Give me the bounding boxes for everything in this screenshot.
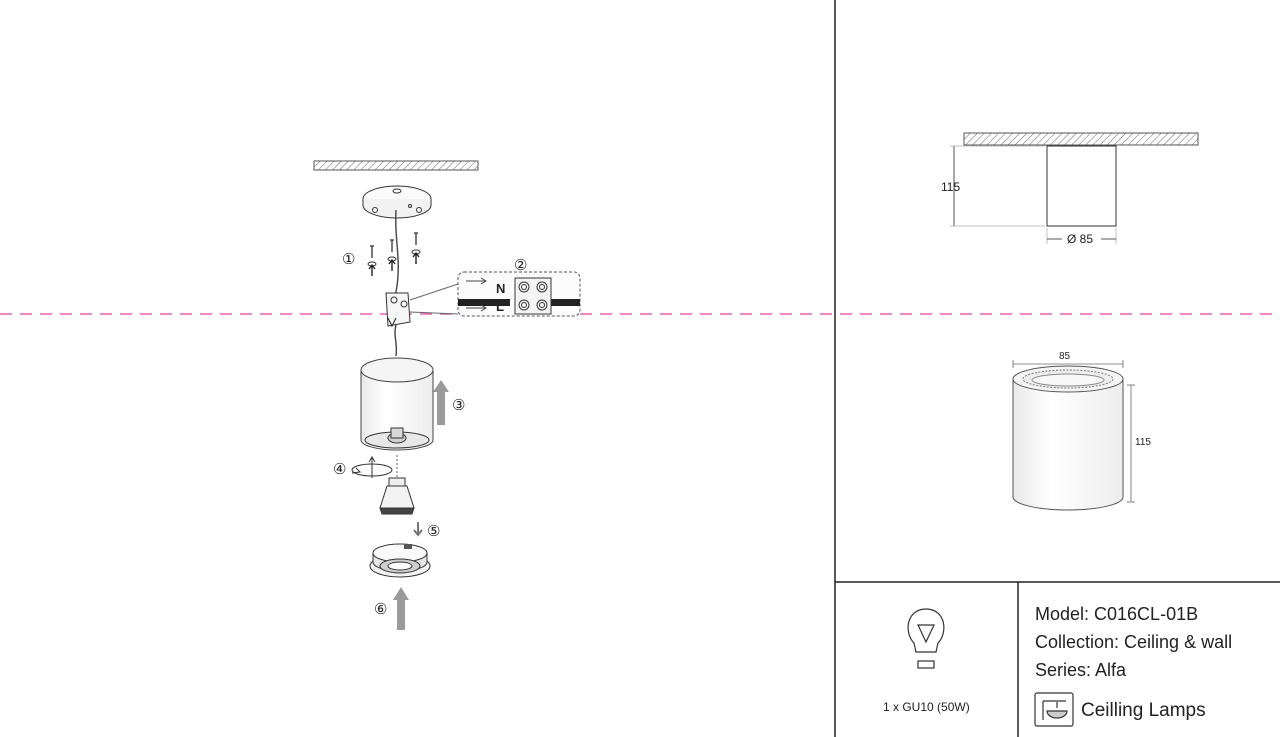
step-label-2: ② — [514, 257, 527, 274]
side-view — [950, 132, 1199, 244]
collection-label: Collection: Ceiling & wall — [1035, 632, 1233, 652]
category-label: Ceilling Lamps — [1081, 700, 1206, 721]
terminal-label-neutral: N — [496, 281, 505, 296]
lightbulb-icon — [907, 608, 945, 669]
power-cable — [394, 209, 399, 300]
mounting-bracket — [385, 283, 459, 328]
bulb-rotation-indicator — [351, 455, 398, 478]
mounting-plate — [362, 185, 432, 219]
step-label-4: ④ — [333, 461, 346, 478]
step-label-5: ⑤ — [427, 523, 440, 540]
terminal-block-callout — [457, 271, 581, 317]
assembly-diagram — [313, 160, 581, 630]
step-label-6: ⑥ — [374, 601, 387, 618]
perspective-body — [1012, 379, 1124, 511]
mounting-screws — [367, 232, 421, 276]
step3-arrow — [433, 380, 449, 425]
side-height-label: 115 — [941, 180, 960, 194]
terminal-label-live: L — [496, 299, 504, 314]
sheet-frame — [834, 0, 1280, 737]
bulb-spec-label: 1 x GU10 (50W) — [883, 700, 970, 714]
retaining-ring — [369, 543, 431, 578]
perspective-width-label: 85 — [1059, 351, 1071, 362]
lamp-body — [360, 357, 434, 451]
ceiling-lamp-icon — [1034, 692, 1074, 727]
side-view-ceiling — [963, 132, 1199, 146]
perspective-view — [1012, 360, 1135, 511]
model-label: Model: C016CL-01B — [1035, 604, 1199, 624]
side-diameter-label: Ø 85 — [1067, 232, 1093, 246]
side-view-body — [1046, 145, 1117, 227]
step-label-3: ③ — [452, 397, 465, 414]
step6-arrow — [393, 587, 409, 630]
step-label-1: ① — [342, 251, 355, 268]
gu10-bulb — [379, 477, 415, 515]
step5-arrow — [413, 522, 423, 537]
perspective-height-label: 115 — [1135, 437, 1151, 448]
ceiling-hatch — [313, 160, 479, 171]
series-label: Series: Alfa — [1035, 660, 1127, 680]
